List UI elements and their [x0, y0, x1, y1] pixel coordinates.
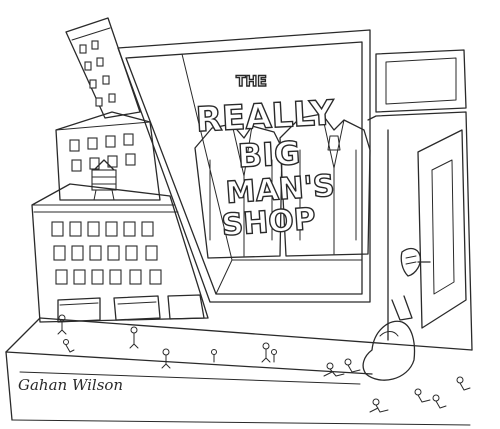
- front-building: [31, 183, 209, 323]
- giant-hand: [400, 247, 422, 277]
- fleeing-person: [414, 388, 431, 403]
- sign-line-really: REALLY: [195, 93, 336, 140]
- pedestrian: [57, 314, 67, 335]
- fleeing-person: [432, 394, 447, 409]
- fleeing-person: [344, 358, 361, 373]
- sign-line-shop: SHOP: [221, 202, 317, 243]
- middle-building: [55, 111, 161, 201]
- shop-door: [367, 111, 473, 351]
- pedestrian: [129, 326, 139, 349]
- display-window: [117, 29, 371, 303]
- sign-line-mans: MAN'S: [225, 169, 336, 212]
- fleeing-person: [456, 376, 471, 391]
- shirts-display: [194, 113, 371, 259]
- store-sign: THE REALLY BIG MAN'S SHOP: [194, 73, 336, 244]
- giant-shoe: [362, 295, 416, 381]
- water-tower: [91, 159, 117, 201]
- tall-tower: [65, 17, 141, 119]
- pedestrian: [63, 339, 75, 353]
- pedestrian: [211, 349, 217, 363]
- sign-line-the: THE: [236, 74, 267, 90]
- tiny-pedestrians: [57, 314, 471, 413]
- fleeing-person: [369, 398, 389, 413]
- building-windows: [51, 221, 162, 285]
- sidewalk: [5, 317, 473, 426]
- fleeing-person: [323, 362, 345, 377]
- transom-window: [375, 49, 467, 113]
- pedestrian: [261, 342, 271, 363]
- pedestrian: [271, 349, 277, 363]
- pedestrian: [161, 348, 171, 369]
- storefronts: [57, 294, 205, 323]
- sign-line-big: BIG: [237, 134, 301, 175]
- artist-signature: Gahan Wilson: [18, 376, 123, 394]
